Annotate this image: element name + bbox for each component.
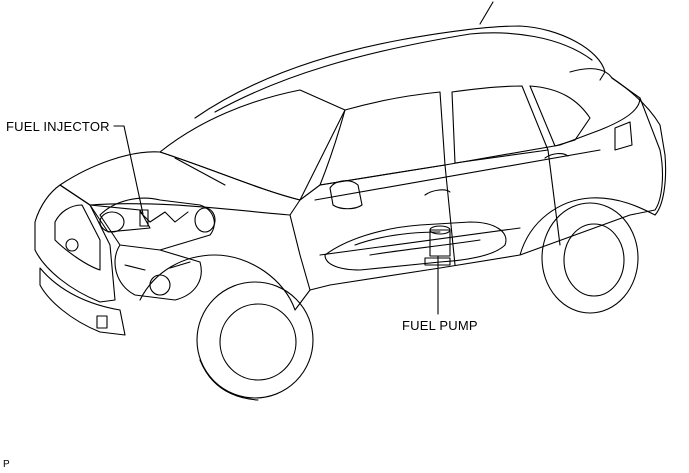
front-rim bbox=[219, 303, 297, 381]
belt-line bbox=[314, 149, 601, 201]
rear-end bbox=[611, 77, 667, 216]
engine-assembly bbox=[99, 197, 216, 301]
front-tire-contact bbox=[199, 359, 259, 401]
front-fascia bbox=[34, 184, 116, 303]
headlight bbox=[89, 204, 151, 233]
rear-wheel bbox=[541, 202, 639, 314]
fuel-pump-body bbox=[429, 229, 451, 257]
antenna bbox=[479, 1, 494, 25]
front-bumper bbox=[39, 267, 126, 336]
fuel-pump-label: FUEL PUMP bbox=[402, 318, 478, 333]
side-mirror bbox=[329, 180, 363, 210]
windshield bbox=[159, 89, 346, 201]
front-emblem bbox=[65, 238, 79, 252]
front-fender bbox=[139, 214, 311, 311]
front-wheel bbox=[196, 281, 314, 399]
door-handle-front bbox=[424, 189, 451, 196]
door-handle-rear bbox=[544, 153, 569, 159]
rear-side-window bbox=[451, 85, 549, 164]
rocker bbox=[319, 227, 521, 256]
front-side-window bbox=[319, 91, 446, 186]
fuel-injector-label: FUEL INJECTOR bbox=[6, 119, 110, 134]
grille bbox=[54, 204, 101, 271]
roof-outline bbox=[194, 25, 606, 119]
door-line-rear bbox=[547, 149, 561, 246]
door-line-front bbox=[444, 164, 456, 266]
roof-rail bbox=[214, 32, 593, 113]
fuel-tank-assembly bbox=[324, 221, 507, 271]
figure-code: P bbox=[3, 459, 10, 470]
rear-fender bbox=[519, 197, 656, 256]
quarter-window bbox=[529, 85, 591, 147]
fog-light bbox=[96, 315, 108, 329]
rear-rim bbox=[563, 223, 625, 297]
hood bbox=[59, 151, 301, 216]
tail-light bbox=[614, 121, 633, 151]
fuel-injector-leader bbox=[113, 125, 144, 215]
body-side bbox=[299, 97, 664, 291]
wiper bbox=[174, 157, 226, 186]
